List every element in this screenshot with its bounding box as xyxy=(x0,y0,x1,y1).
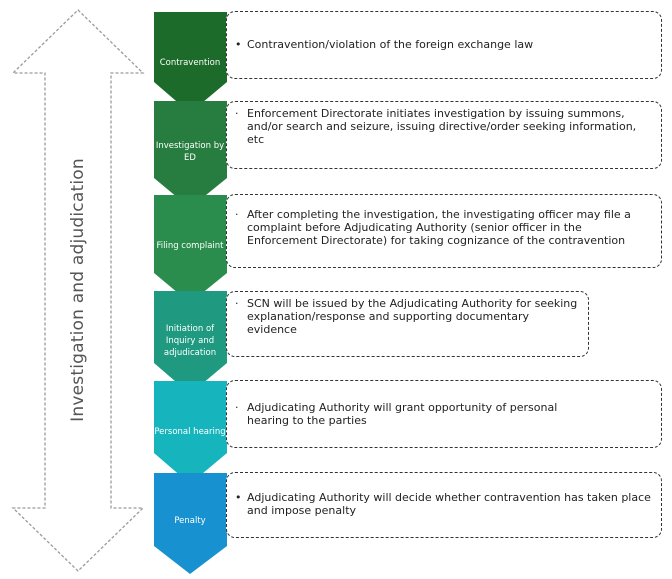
stage-chevron-5 xyxy=(154,381,227,484)
stage-label-inquiry: Initiation of Inquiry and adjudication xyxy=(163,324,217,358)
stage-chevron-1 xyxy=(154,12,227,113)
stage-chevron-2 xyxy=(154,101,227,208)
stage-label-investigation: Investigation by ED xyxy=(155,141,225,163)
stage-chevron-3 xyxy=(154,195,227,303)
stage-description-3: ·After completing the investigation, the… xyxy=(226,194,662,268)
double-arrow-icon xyxy=(11,9,145,572)
stage-description-4: ·SCN will be issued by the Adjudicating … xyxy=(226,291,589,357)
stage-label-personal-hearing: Personal hearing xyxy=(154,427,226,437)
stage-description-5: ·Adjudicating Authority will grant oppor… xyxy=(226,380,662,448)
stage-label-contravention: Contravention xyxy=(159,58,221,68)
stage-description-1: •Contravention/violation of the foreign … xyxy=(226,11,662,79)
stage-chevron-6 xyxy=(154,473,227,574)
stage-label-filing-complaint: Filing complaint xyxy=(156,241,224,251)
stage-description-2: ·Enforcement Directorate initiates inves… xyxy=(226,101,662,169)
stage-label-penalty: Penalty xyxy=(174,516,206,526)
stage-chevron-4 xyxy=(154,291,227,394)
stage-description-6: •Adjudicating Authority will decide whet… xyxy=(226,472,662,538)
